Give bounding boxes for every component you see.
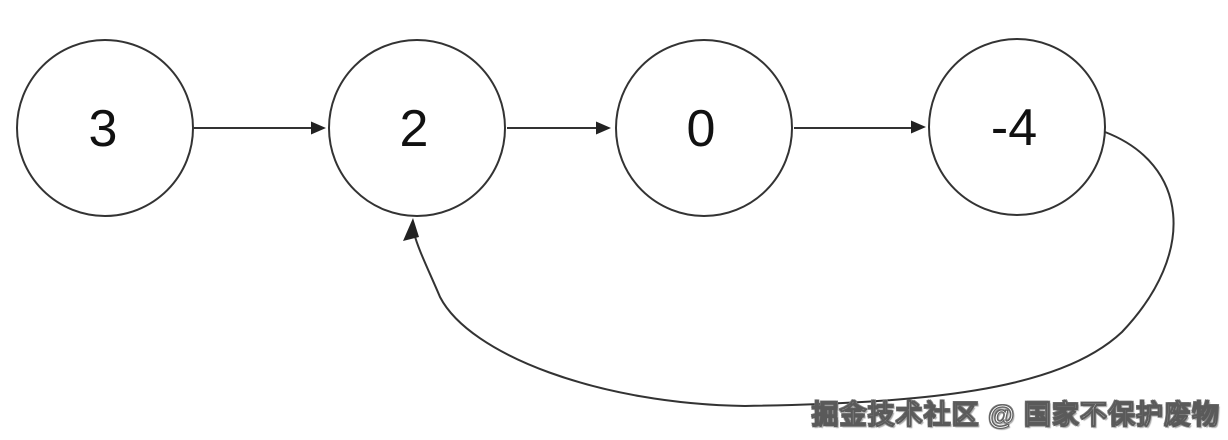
node-3: 3 (16, 39, 194, 217)
node-circle (328, 39, 506, 217)
node-minus4: -4 (928, 38, 1106, 216)
arrowhead-icon (596, 121, 611, 135)
arrowhead-icon (911, 120, 926, 134)
node-0: 0 (615, 39, 793, 217)
edge-3-to-2 (194, 121, 326, 135)
edge-minus4-to-2-cycle (403, 131, 1175, 408)
edge-0-to-minus4 (794, 120, 926, 134)
arrowhead-icon (311, 121, 326, 135)
watermark: 掘金技术社区 @ 国家不保护废物 (811, 400, 1220, 431)
node-circle (615, 39, 793, 217)
node-value: -4 (991, 99, 1037, 157)
node-circle (16, 39, 194, 217)
edge-2-to-0 (507, 121, 611, 135)
node-value: 2 (400, 100, 429, 158)
arrowhead-icon (403, 218, 419, 241)
node-2: 2 (328, 39, 506, 217)
node-value: 3 (89, 100, 118, 158)
cycle-curve (413, 131, 1175, 408)
node-value: 0 (687, 100, 716, 158)
node-circle (928, 38, 1106, 216)
